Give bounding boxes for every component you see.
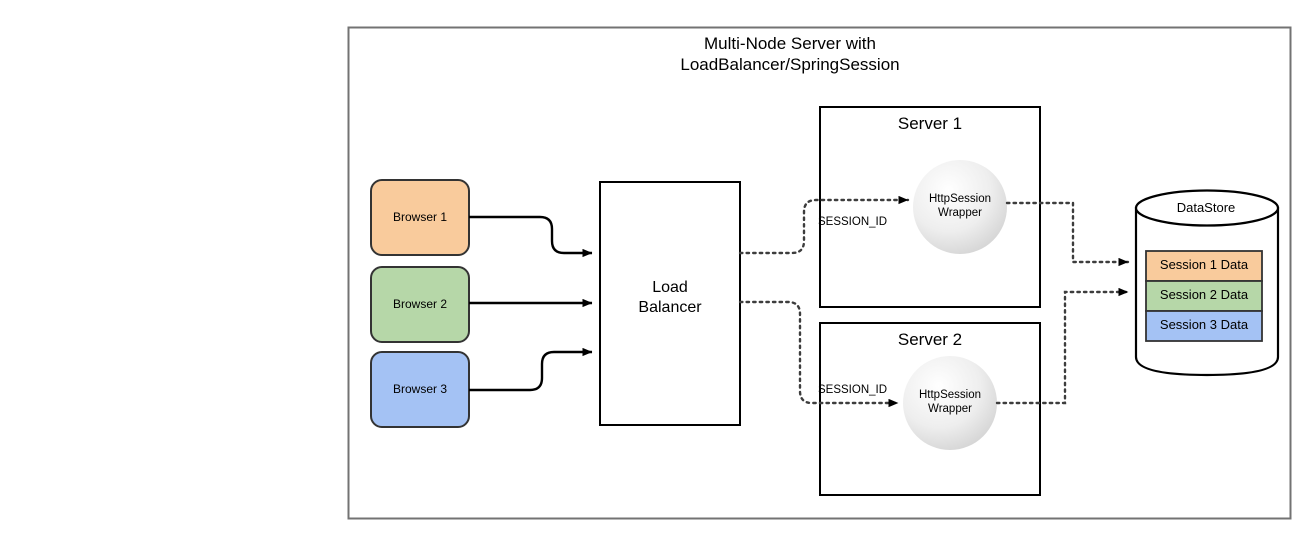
outer-frame (347, 26, 1292, 520)
browser-box-1[interactable] (370, 179, 470, 256)
edge-lb-to-server2 (738, 300, 900, 408)
datastore-cylinder-top (1134, 189, 1280, 227)
load-balancer-box[interactable] (599, 181, 741, 426)
browser-box-3[interactable] (370, 351, 470, 428)
edge-browser1-to-lb (469, 215, 593, 258)
edge-lb-to-server1 (738, 195, 910, 255)
httpsession-wrapper-sphere-1[interactable] (913, 160, 1007, 254)
session-data-box-3[interactable] (1145, 310, 1263, 342)
httpsession-wrapper-sphere-2[interactable] (903, 356, 997, 450)
edge-server1-to-datastore (1005, 201, 1130, 267)
browser-box-2[interactable] (370, 266, 470, 343)
edge-browser3-to-lb (469, 347, 593, 392)
session-data-box-2[interactable] (1145, 280, 1263, 312)
session-data-box-1[interactable] (1145, 250, 1263, 282)
edge-server2-to-datastore (995, 287, 1130, 405)
